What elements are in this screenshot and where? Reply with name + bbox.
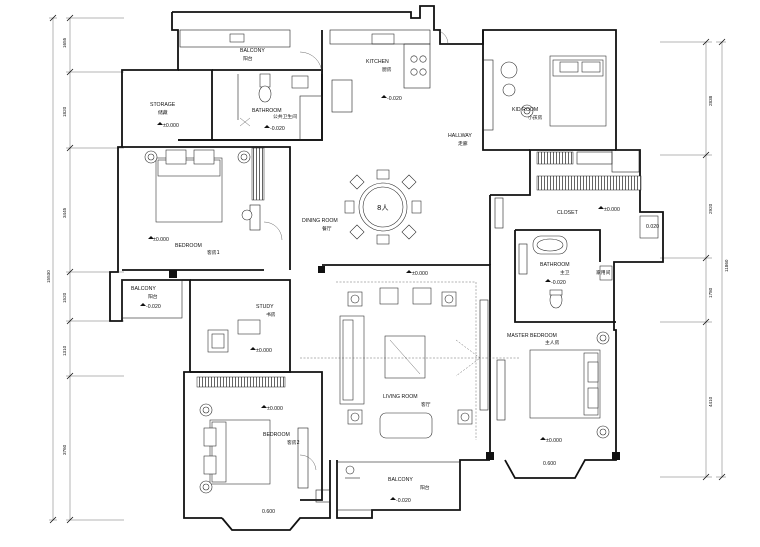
label-bedroom2: BEDROOM [263, 432, 290, 438]
level-balcony-bottom: -0.020 [396, 498, 411, 504]
closet-bath-furniture [494, 149, 659, 309]
dim-left-5: 1310 [62, 345, 67, 356]
left-dimension-chain: 1655 1820 3445 1520 1310 3760 15530 [46, 14, 124, 524]
label-balcony-top-cn: 阳台 [243, 55, 253, 62]
label-living: LIVING ROOM [383, 394, 418, 400]
dim-left-6: 3760 [62, 444, 67, 455]
label-closet: CLOSET [557, 210, 579, 216]
label-balcony-bottom-cn: 阳台 [420, 484, 430, 491]
label-dining: DINING ROOM [302, 218, 338, 224]
label-storage: STORAGE [150, 102, 176, 108]
level-master: ±0.000 [546, 438, 562, 444]
level-bedroom2-bay: 0.600 [262, 509, 275, 515]
bedroom1-furniture [144, 147, 283, 241]
dim-left-total: 15530 [46, 270, 51, 283]
label-bathroom-master-cn2: 家用间 [596, 269, 611, 276]
label-storage-cn: 储藏 [158, 109, 168, 116]
level-storage: ±0.000 [163, 123, 179, 129]
label-dining-table: 8人 [377, 204, 388, 212]
bathroom-public [237, 73, 309, 127]
dim-right-total: 11860 [724, 259, 729, 272]
label-balcony-top: BALCONY [240, 48, 265, 54]
label-balcony-left: BALCONY [131, 286, 156, 292]
label-kitchen-cn: 厨房 [382, 66, 392, 73]
label-master: MASTER BEDROOM [507, 333, 557, 339]
level-bathroom-master: -0.020 [551, 280, 566, 286]
study-furniture [121, 279, 286, 388]
level-misc: 0.020 [646, 224, 659, 230]
label-hallway: HALLWAY [448, 133, 472, 139]
label-kid-room: KID ROOM [512, 107, 538, 113]
label-balcony-bottom: BALCONY [388, 477, 413, 483]
label-bathroom-public: BATHROOM [252, 108, 282, 114]
label-bathroom-public-cn: 公共卫生间 [273, 113, 297, 120]
level-bedroom1: ±0.000 [153, 237, 169, 243]
balcony-bottom-furniture [336, 461, 461, 511]
living-furniture [300, 281, 520, 440]
level-living: ±0.000 [412, 271, 428, 277]
level-balcony-left: -0.020 [146, 304, 161, 310]
dim-right-2: 2920 [708, 203, 713, 214]
label-bedroom2-cn: 客房2 [287, 439, 300, 446]
dim-left-3: 3445 [62, 207, 67, 218]
dim-right-1: 2838 [708, 95, 713, 106]
pillars [169, 266, 620, 460]
label-study-cn: 书房 [266, 311, 276, 318]
label-bedroom1: BEDROOM [175, 243, 202, 249]
dim-left-1: 1655 [62, 37, 67, 48]
level-bathroom-public: -0.020 [270, 126, 285, 132]
level-master-bay: 0.600 [543, 461, 556, 467]
master-bedroom-furniture [496, 331, 610, 439]
label-kitchen: KITCHEN [366, 59, 389, 65]
level-markers [140, 95, 604, 500]
kid-room-furniture [482, 55, 613, 165]
label-master-cn: 主人房 [545, 339, 560, 346]
level-bedroom2: ±0.000 [267, 406, 283, 412]
label-bedroom1-cn: 客房1 [207, 249, 220, 256]
dining-table [344, 169, 422, 245]
dim-left-2: 1820 [62, 106, 67, 117]
level-study: ±0.000 [256, 348, 272, 354]
label-living-cn: 客厅 [421, 401, 431, 408]
kitchen-area [179, 29, 449, 141]
label-bathroom-master-cn: 主卫 [560, 269, 570, 276]
right-dimension-chain: 2838 2920 1780 4410 11860 [660, 38, 729, 481]
label-hallway-cn: 走廊 [458, 140, 468, 147]
bedroom2-furniture [199, 403, 331, 503]
label-dining-cn: 餐厅 [322, 225, 332, 232]
label-study: STUDY [256, 304, 274, 310]
level-closet: ±0.000 [604, 207, 620, 213]
level-kitchen: -0.020 [387, 96, 402, 102]
dim-left-4: 1520 [62, 292, 67, 303]
label-balcony-left-cn: 阳台 [148, 293, 158, 300]
room-labels: BALCONY 阳台 KITCHEN 厨房 -0.020 STORAGE 储藏 … [131, 48, 659, 515]
label-bathroom-master: BATHROOM [540, 262, 570, 268]
label-kid-room-cn: 小孩房 [528, 114, 543, 121]
dim-right-3: 1780 [708, 287, 713, 298]
dim-right-4: 4410 [708, 396, 713, 407]
